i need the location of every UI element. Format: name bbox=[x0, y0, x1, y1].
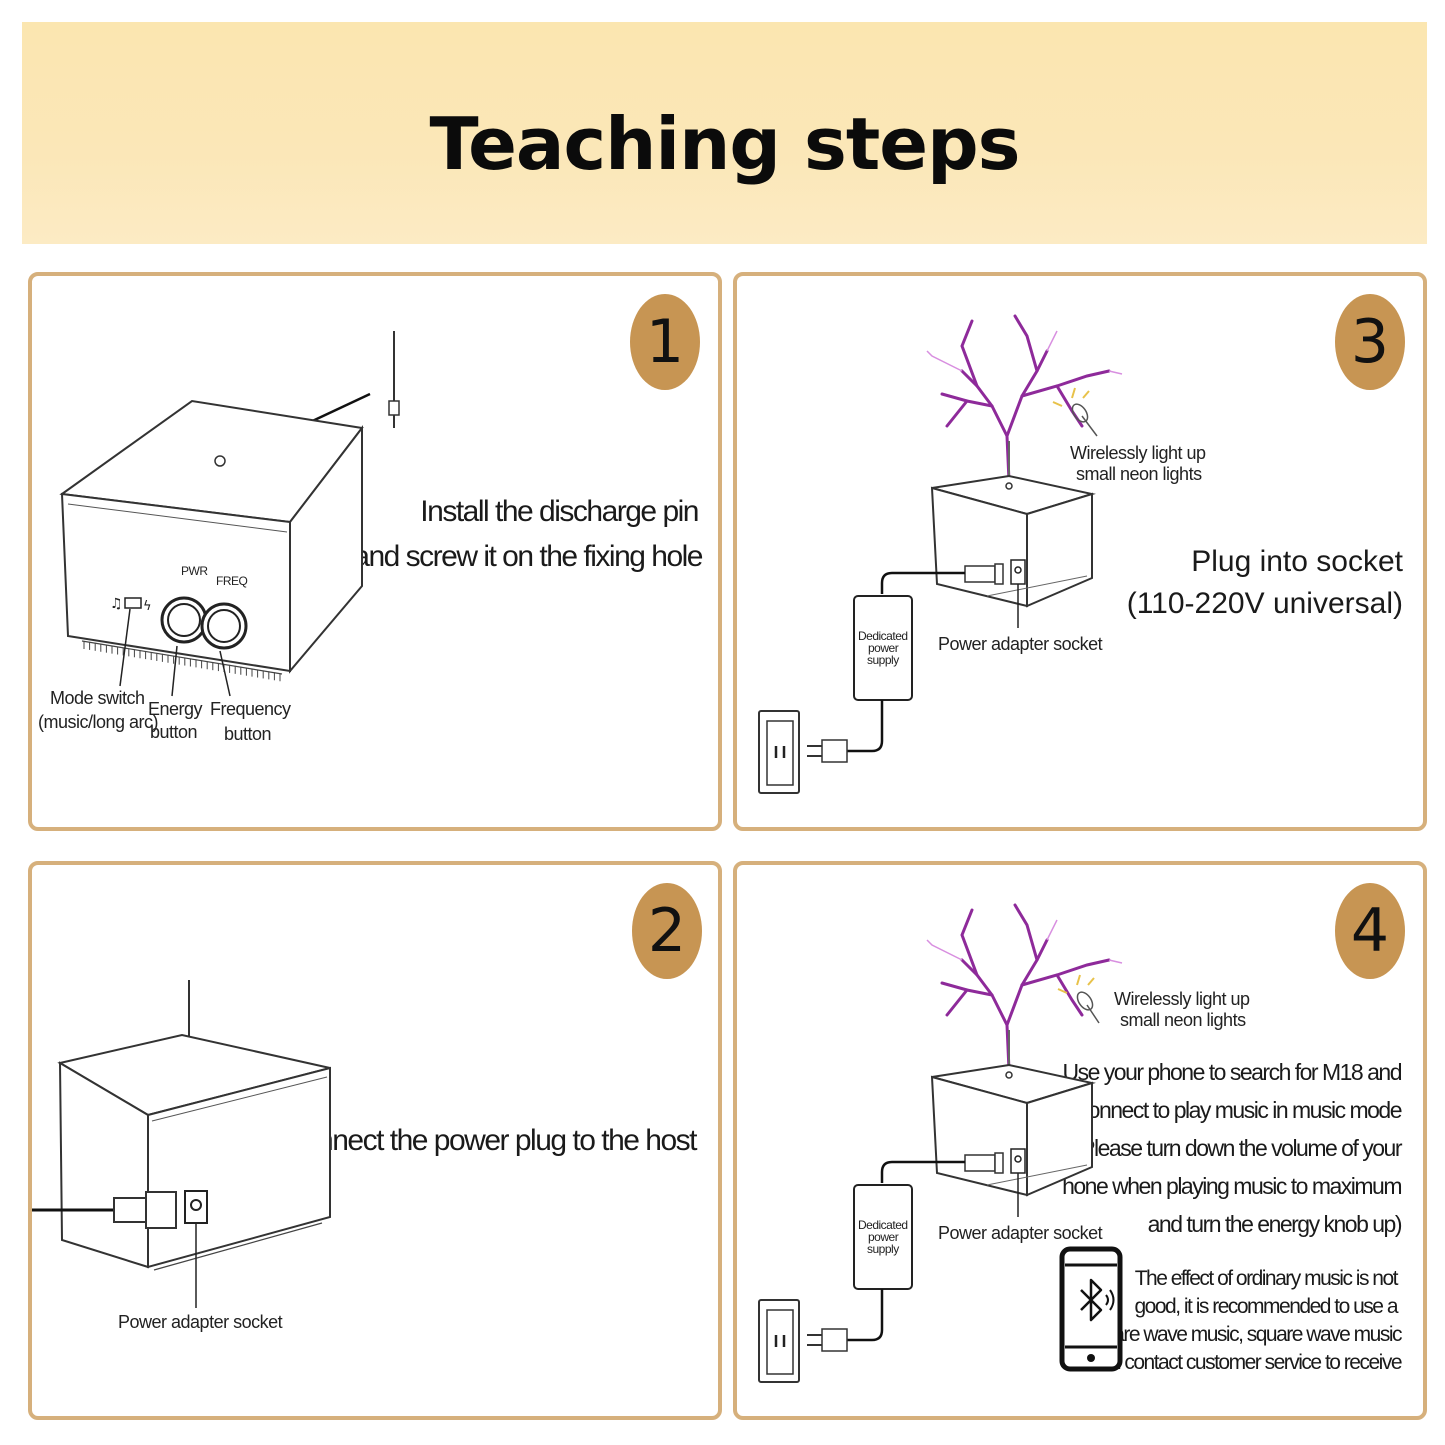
step-3-neon-label-2: small neon lights bbox=[1076, 464, 1202, 484]
step-4-supply-label-1: Dedicated bbox=[858, 1218, 908, 1232]
step-1-badge: 1 bbox=[630, 294, 700, 390]
step-4-caption-line-4: hone when playing music to maximum bbox=[1062, 1173, 1402, 1199]
step-3-supply-label-1: Dedicated bbox=[858, 629, 908, 643]
step-4-caption-line-5: and turn the energy knob up) bbox=[1147, 1211, 1403, 1237]
step-4-note-line-2: good, it is recommended to use a bbox=[1134, 1295, 1398, 1318]
step-4-panel: 4 Use your phone to search for M18 and c… bbox=[733, 861, 1427, 1420]
step-3-badge: 3 bbox=[1335, 294, 1405, 390]
step-4-caption-line-1: Use your phone to search for M18 and bbox=[1062, 1059, 1402, 1085]
mode-switch-sub-label: (music/long arc) bbox=[38, 712, 159, 732]
freq-label: FREQ bbox=[216, 574, 248, 588]
step-4-caption-line-3: (Please turn down the volume of your bbox=[1074, 1135, 1402, 1161]
step-4-supply-label-2: power bbox=[868, 1230, 899, 1244]
phone-bluetooth-icon bbox=[1059, 1246, 1123, 1372]
step-3-panel: 3 Plug into socket (110-220V universal) bbox=[733, 272, 1427, 831]
step-1-caption-line-1: Install the discharge pin bbox=[420, 495, 699, 528]
frequency-label: Frequency bbox=[210, 699, 291, 719]
step-1-panel: 1 Install the discharge pin and screw it… bbox=[28, 272, 722, 831]
step-4-note-line-3: square wave music, square wave music bbox=[1083, 1323, 1403, 1346]
step-3-caption-line-1: Plug into socket bbox=[1191, 545, 1403, 578]
page-title: Teaching steps bbox=[429, 102, 1021, 186]
step-2-socket-label: Power adapter socket bbox=[118, 1312, 283, 1332]
step-2-panel: 2 Connect the power plug to the host Pow… bbox=[28, 861, 722, 1420]
svg-text:♫: ♫ bbox=[110, 596, 123, 612]
step-2-caption: Connect the power plug to the host bbox=[281, 1124, 698, 1157]
step-3-socket-label: Power adapter socket bbox=[938, 634, 1103, 654]
step-2-badge: 2 bbox=[632, 883, 702, 979]
mode-switch-label: Mode switch bbox=[50, 688, 145, 708]
step-3-caption-line-2: (110-220V universal) bbox=[1126, 587, 1403, 620]
step-3-supply-label-2: power bbox=[868, 641, 899, 655]
pwr-label: PWR bbox=[181, 564, 208, 578]
step-4-neon-label-2: small neon lights bbox=[1120, 1010, 1246, 1030]
step-1-device-illustration: ♫ ϟ bbox=[59, 331, 400, 697]
energy-sub-label: button bbox=[150, 722, 198, 742]
header-banner: Teaching steps bbox=[22, 22, 1427, 244]
step-4-note-line-4: can contact customer service to receive bbox=[1090, 1351, 1403, 1374]
step-3-neon-label-1: Wirelessly light up bbox=[1070, 443, 1206, 463]
step-4-note-line-1: The effect of ordinary music is not bbox=[1134, 1267, 1399, 1290]
svg-text:ϟ: ϟ bbox=[143, 599, 152, 614]
frequency-sub-label: button bbox=[224, 724, 272, 744]
step-3-setup-illustration bbox=[758, 314, 1123, 794]
step-1-caption-line-2: and screw it on the fixing hole bbox=[353, 540, 703, 573]
step-4-badge: 4 bbox=[1335, 883, 1405, 979]
step-4-neon-label-1: Wirelessly light up bbox=[1114, 989, 1250, 1009]
step-2-device-illustration bbox=[32, 980, 331, 1308]
step-3-supply-label-3: supply bbox=[867, 653, 899, 667]
step-4-supply-label-3: supply bbox=[867, 1242, 899, 1256]
energy-label: Energy bbox=[148, 699, 203, 719]
step-4-caption-line-2: connect to play music in music mode bbox=[1077, 1097, 1403, 1123]
step-4-setup-illustration bbox=[758, 903, 1123, 1383]
step-4-socket-label: Power adapter socket bbox=[938, 1223, 1103, 1243]
